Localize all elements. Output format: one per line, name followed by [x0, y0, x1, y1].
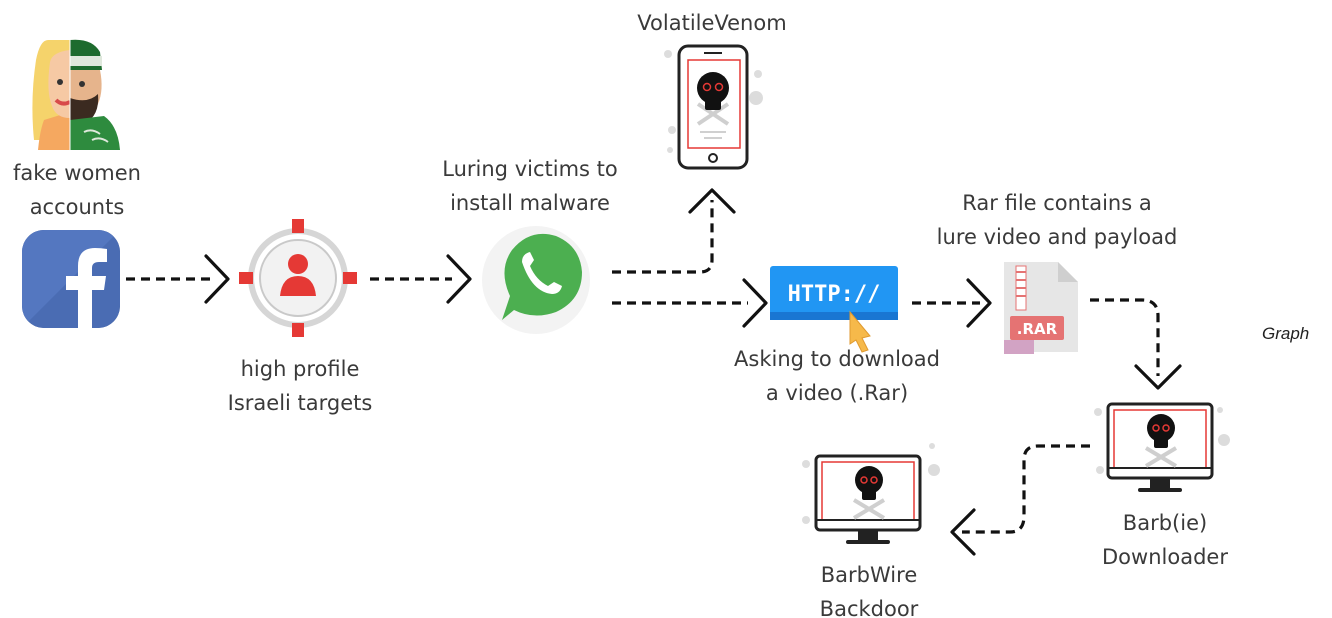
fake-accounts-label: fake women accounts — [0, 156, 154, 224]
rar-badge-text: .RAR — [1017, 320, 1058, 338]
connector-whatsapp-to-phone — [612, 200, 714, 274]
arrowhead-to-target — [204, 254, 230, 304]
targets-label: high profile Israeli targets — [208, 352, 392, 420]
facebook-icon — [22, 230, 120, 328]
graph-side-label: Graph — [1262, 324, 1310, 343]
barbwire-label: BarbWire Backdoor — [786, 558, 952, 618]
arrowhead-to-whatsapp — [446, 254, 472, 304]
flow-connectors — [126, 200, 1160, 534]
http-link-icon — [770, 266, 898, 353]
download-label: Asking to download a video (.Rar) — [712, 342, 962, 410]
whatsapp-icon — [482, 226, 590, 334]
arrowhead-to-rar — [966, 278, 992, 328]
barbie-label-line2: Downloader — [1102, 545, 1228, 569]
rar-label: Rar file contains a lure video and paylo… — [926, 186, 1188, 254]
barbie-label-line1: Barb(ie) — [1122, 511, 1208, 535]
fake-accounts-label-line1: fake women — [13, 161, 141, 185]
connector-barbie-to-barbwire — [962, 444, 1090, 534]
barbwire-label-line2: Backdoor — [819, 597, 919, 618]
phone-skull-icon — [664, 44, 763, 170]
rar-file-icon — [1004, 262, 1078, 354]
fake-accounts-label-line2: accounts — [29, 195, 125, 219]
rar-label-line2: lure video and payload — [936, 225, 1178, 249]
woman-man-split-avatar-icon — [32, 39, 120, 150]
barbwire-label-line1: BarbWire — [820, 563, 918, 587]
download-label-line1: Asking to download — [734, 347, 940, 371]
target-crosshair-icon — [239, 219, 357, 337]
volatile-venom-label: VolatileVenom — [612, 6, 812, 40]
luring-label: Luring victims to install malware — [420, 152, 640, 220]
monitor-skull-icon — [1094, 402, 1230, 492]
volatile-venom-label-text: VolatileVenom — [637, 11, 787, 35]
download-label-line2: a video (.Rar) — [765, 381, 909, 405]
arrowhead-to-barbwire — [950, 508, 976, 556]
flow-arrowheads — [204, 188, 1182, 556]
rar-label-line1: Rar file contains a — [962, 191, 1152, 215]
monitor-skull-icon — [802, 443, 940, 544]
arrowhead-to-http — [742, 278, 768, 328]
barbie-label: Barb(ie) Downloader — [1082, 506, 1248, 574]
luring-label-line1: Luring victims to — [442, 157, 618, 181]
arrowhead-to-barbie — [1134, 364, 1182, 390]
luring-label-line2: install malware — [450, 191, 610, 215]
http-badge-text: HTTP:// — [788, 282, 881, 307]
targets-label-line2: Israeli targets — [227, 391, 373, 415]
targets-label-line1: high profile — [240, 357, 360, 381]
arrowhead-to-phone — [688, 188, 736, 214]
connector-rar-to-barbie — [1090, 298, 1160, 376]
